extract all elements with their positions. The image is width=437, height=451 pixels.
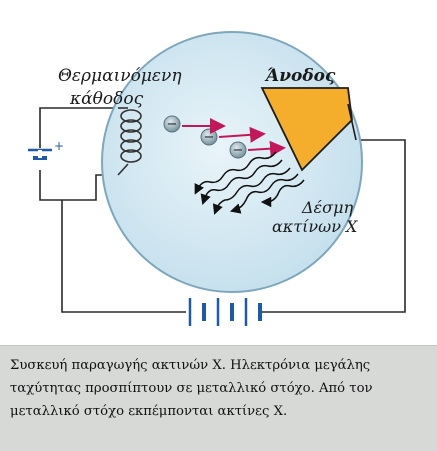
- label-anode: Άνοδος: [264, 66, 336, 86]
- caption-text: Συσκευή παραγωγής ακτινών X. Ηλεκτρόνια …: [10, 358, 373, 419]
- cathode-coil: [117, 107, 142, 176]
- electron-3-sign: −: [233, 143, 244, 158]
- label-beam-line2: ακτίνων X: [272, 217, 358, 236]
- electron-2: −: [200, 128, 218, 146]
- heater-battery: +: [28, 139, 64, 160]
- electron-2-sign: −: [204, 130, 215, 145]
- electron-3: −: [229, 141, 247, 159]
- anode-lead: [347, 103, 357, 141]
- label-cathode-line1: Θερμαινόμενη: [58, 66, 182, 86]
- figure-caption: Συσκευή παραγωγής ακτινών X. Ηλεκτρόνια …: [0, 345, 437, 451]
- label-beam-line1: Δέσμη: [301, 198, 353, 217]
- heater-battery-plus: +: [54, 139, 64, 153]
- xray-beam: [194, 151, 305, 215]
- label-cathode-line2: κάθοδος: [69, 89, 144, 109]
- electron-1: −: [163, 115, 181, 133]
- electron-3-arrow: [247, 140, 286, 157]
- electron-2-arrow: [218, 126, 266, 143]
- xray-tube-diagram: − − − +: [28, 31, 406, 326]
- high-voltage-battery: [188, 298, 262, 326]
- electron-1-sign: −: [167, 117, 178, 132]
